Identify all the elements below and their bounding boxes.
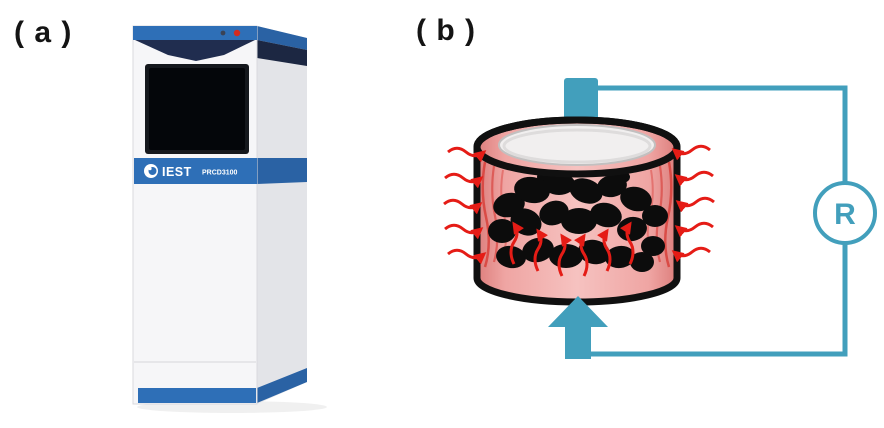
resistance-meter-icon — [813, 181, 877, 245]
schematic-illustration: R — [443, 78, 877, 359]
iest-logo-icon — [144, 164, 158, 178]
panel-a-label: ( a ) — [14, 16, 73, 49]
model-text: PRCD3100 — [202, 170, 238, 177]
pressure-arrow — [548, 296, 608, 359]
resistance-label: R — [834, 198, 856, 231]
base-blue-stripe — [138, 388, 256, 403]
power-button — [233, 29, 241, 37]
side-heat-arrows — [443, 144, 715, 265]
panel-a: ( a ) — [0, 0, 414, 428]
panel-b: ( b ) R — [414, 0, 884, 428]
instrument-illustration: IEST PRCD3100 — [132, 25, 327, 413]
cylinder-rim — [473, 116, 681, 178]
brand-text: IEST — [162, 165, 192, 179]
aux-button — [220, 30, 226, 36]
top-electrode — [564, 78, 598, 124]
display-screen — [149, 68, 245, 150]
instrument-cabinet: IEST PRCD3100 — [132, 25, 307, 405]
panel-b-label: ( b ) — [416, 14, 476, 47]
measurement-circuit: R — [564, 78, 877, 357]
top-blue-band — [133, 26, 257, 40]
cabinet-side — [257, 26, 307, 404]
cylinder-opening — [498, 124, 656, 166]
internal-heat-arrows — [509, 221, 635, 277]
die-cell — [473, 116, 681, 306]
control-console — [135, 40, 255, 61]
